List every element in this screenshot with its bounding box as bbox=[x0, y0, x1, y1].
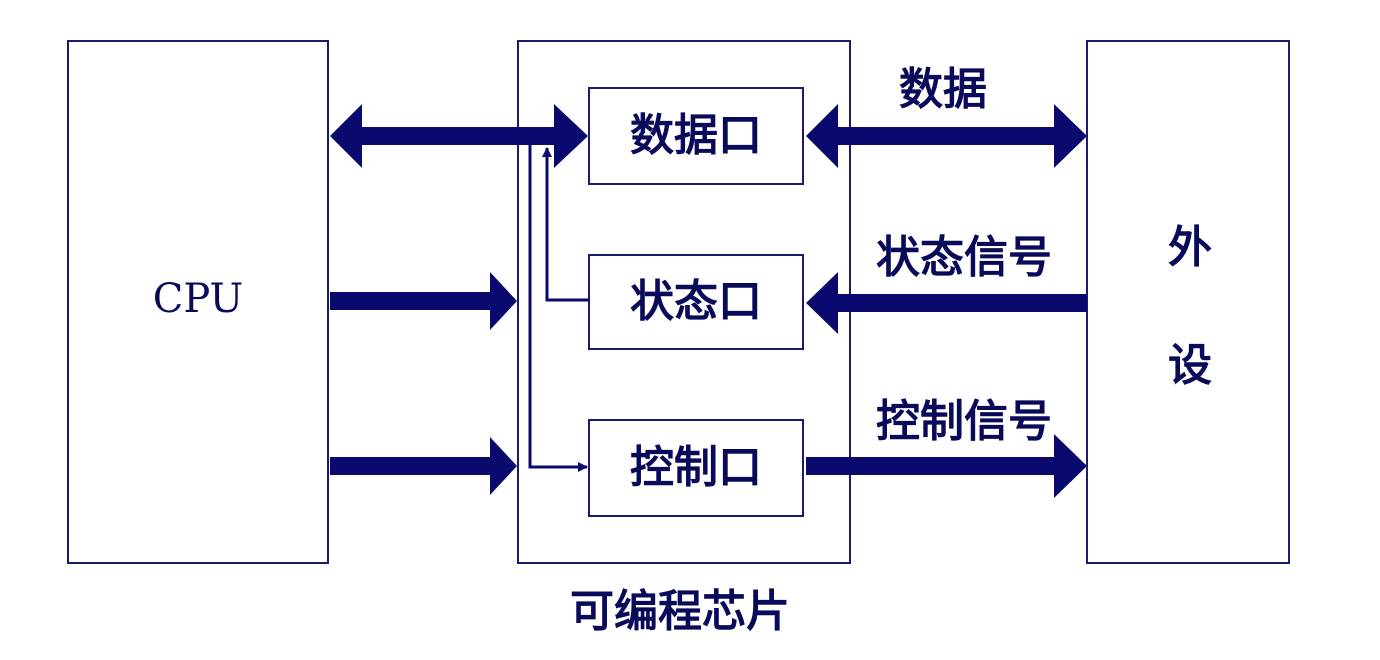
cpu-data-bus-arrow bbox=[330, 104, 588, 168]
peripheral-label-top: 外 bbox=[1168, 222, 1212, 273]
programmable-chip-label: 可编程芯片 bbox=[570, 586, 790, 637]
status-port-label: 状态口 bbox=[630, 276, 762, 327]
data-port-box bbox=[588, 87, 804, 185]
peripheral-to-status-port-arrow bbox=[806, 272, 1087, 334]
status-port-box bbox=[588, 254, 804, 350]
cpu-to-chip-arrow-bottom bbox=[330, 437, 517, 495]
status-signal-label: 状态信号 bbox=[876, 232, 1052, 283]
control-port-box bbox=[588, 419, 804, 517]
cpu-box bbox=[67, 40, 329, 564]
control-port-label: 控制口 bbox=[630, 442, 762, 493]
peripheral-label-bottom: 设 bbox=[1168, 340, 1212, 391]
data-signal-label: 数据 bbox=[899, 64, 987, 115]
peripheral-box bbox=[1086, 40, 1290, 564]
cpu-label: CPU bbox=[153, 276, 244, 322]
control-signal-label: 控制信号 bbox=[876, 396, 1052, 447]
control-port-to-peripheral-arrow bbox=[806, 434, 1087, 498]
data-port-label: 数据口 bbox=[630, 110, 762, 161]
status-to-data-internal-line bbox=[542, 147, 589, 302]
cpu-to-chip-arrow-middle bbox=[330, 272, 517, 330]
bus-to-control-internal-line bbox=[528, 140, 588, 472]
data-port-peripheral-arrow bbox=[806, 104, 1087, 168]
